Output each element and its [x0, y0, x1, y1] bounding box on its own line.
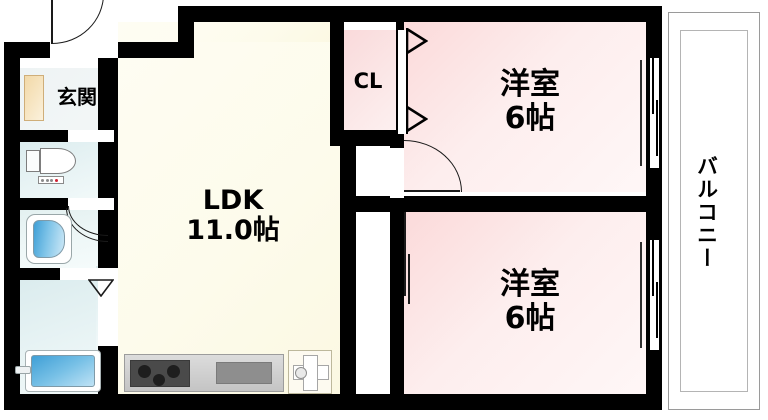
- balcony-inner-rail: [680, 30, 748, 392]
- window-top-pane: [650, 58, 659, 170]
- wall-bedroom-divider-stub: [356, 196, 396, 212]
- window-bottom-edge-bottom: [650, 350, 659, 352]
- label-bedroom-bottom: 洋室 6帖: [500, 267, 560, 336]
- room-bedroom-bottom: [404, 212, 654, 400]
- bathtub-inner: [33, 220, 65, 258]
- window-top-edge-top: [650, 56, 659, 58]
- washbasin-tap: [15, 366, 31, 374]
- kitchen-stove: [130, 360, 190, 387]
- wall-closet-right: [396, 22, 404, 32]
- wall-ldk-right: [340, 140, 356, 396]
- toilet-dot: [45, 178, 49, 182]
- toilet-bowl: [40, 148, 76, 174]
- toilet-control-panel: [38, 176, 64, 184]
- window-top-rail-a: [652, 58, 654, 114]
- wall-closet-bottom: [330, 130, 404, 146]
- window-inner-rail-bottom: [640, 242, 642, 348]
- bedroom-bottom-rail-2: [408, 254, 410, 304]
- wall-bottom-outer: [4, 394, 662, 410]
- window-bottom-edge-top: [650, 238, 659, 240]
- entrance-door-arc: [52, 0, 104, 44]
- window-top-edge-bottom: [650, 168, 659, 170]
- kitchen-counter-pad: [216, 362, 272, 384]
- room-closet: [344, 30, 396, 140]
- bedroom-bottom-rail: [404, 212, 406, 296]
- window-top-rail-b: [656, 100, 658, 156]
- toilet-dot-flush: [54, 178, 58, 182]
- opening-hall-ldk: [98, 268, 118, 346]
- opening-bath-door: [60, 268, 106, 280]
- stove-burner-icon: [138, 365, 151, 378]
- label-ldk: LDK 11.0帖: [186, 185, 280, 247]
- opening-entrance: [50, 42, 118, 58]
- wall-ldk-upper-left: [178, 6, 194, 42]
- wall-closet-left: [330, 22, 344, 142]
- stove-burner-icon: [153, 374, 165, 386]
- toilet-dot: [50, 178, 53, 182]
- washbasin-bowl: [31, 355, 95, 387]
- wall-closet-right-mid: [396, 134, 404, 146]
- wall-ldk-right-top: [340, 12, 356, 20]
- wall-top-outer: [178, 6, 662, 22]
- stove-burner-icon: [167, 365, 180, 378]
- sink-knob-icon: [295, 367, 307, 379]
- toilet-dot: [41, 178, 44, 182]
- label-genkan: 玄関: [57, 85, 97, 109]
- window-bottom-rail-a: [652, 240, 654, 296]
- closet-slide-arrow-top-icon: [406, 28, 428, 54]
- opening-genkan-hall: [68, 130, 114, 142]
- kitchen-sink-box: [288, 350, 332, 394]
- label-closet: CL: [353, 69, 383, 93]
- closet-slide-arrow-bottom-icon: [406, 106, 428, 132]
- window-bottom-rail-b: [656, 282, 658, 338]
- genkan-step-tile: [24, 75, 44, 121]
- wall-bedroom-left-lower: [390, 212, 404, 396]
- window-inner-rail-top: [640, 60, 642, 166]
- label-balcony: バルコニー: [694, 154, 719, 270]
- washroom-door-marker: [88, 279, 114, 297]
- toilet-tank: [26, 150, 40, 172]
- wall-wet-ldk-divider-bottom: [98, 346, 118, 396]
- wall-left-outer: [4, 42, 20, 410]
- window-bottom-pane: [650, 240, 659, 352]
- room-ldk: [118, 22, 340, 396]
- label-bedroom-top: 洋室 6帖: [500, 67, 560, 136]
- opening-bedroom-top-door: [390, 148, 404, 198]
- wall-bedroom-divider: [390, 196, 662, 212]
- closet-sliding-panel[interactable]: [396, 30, 408, 134]
